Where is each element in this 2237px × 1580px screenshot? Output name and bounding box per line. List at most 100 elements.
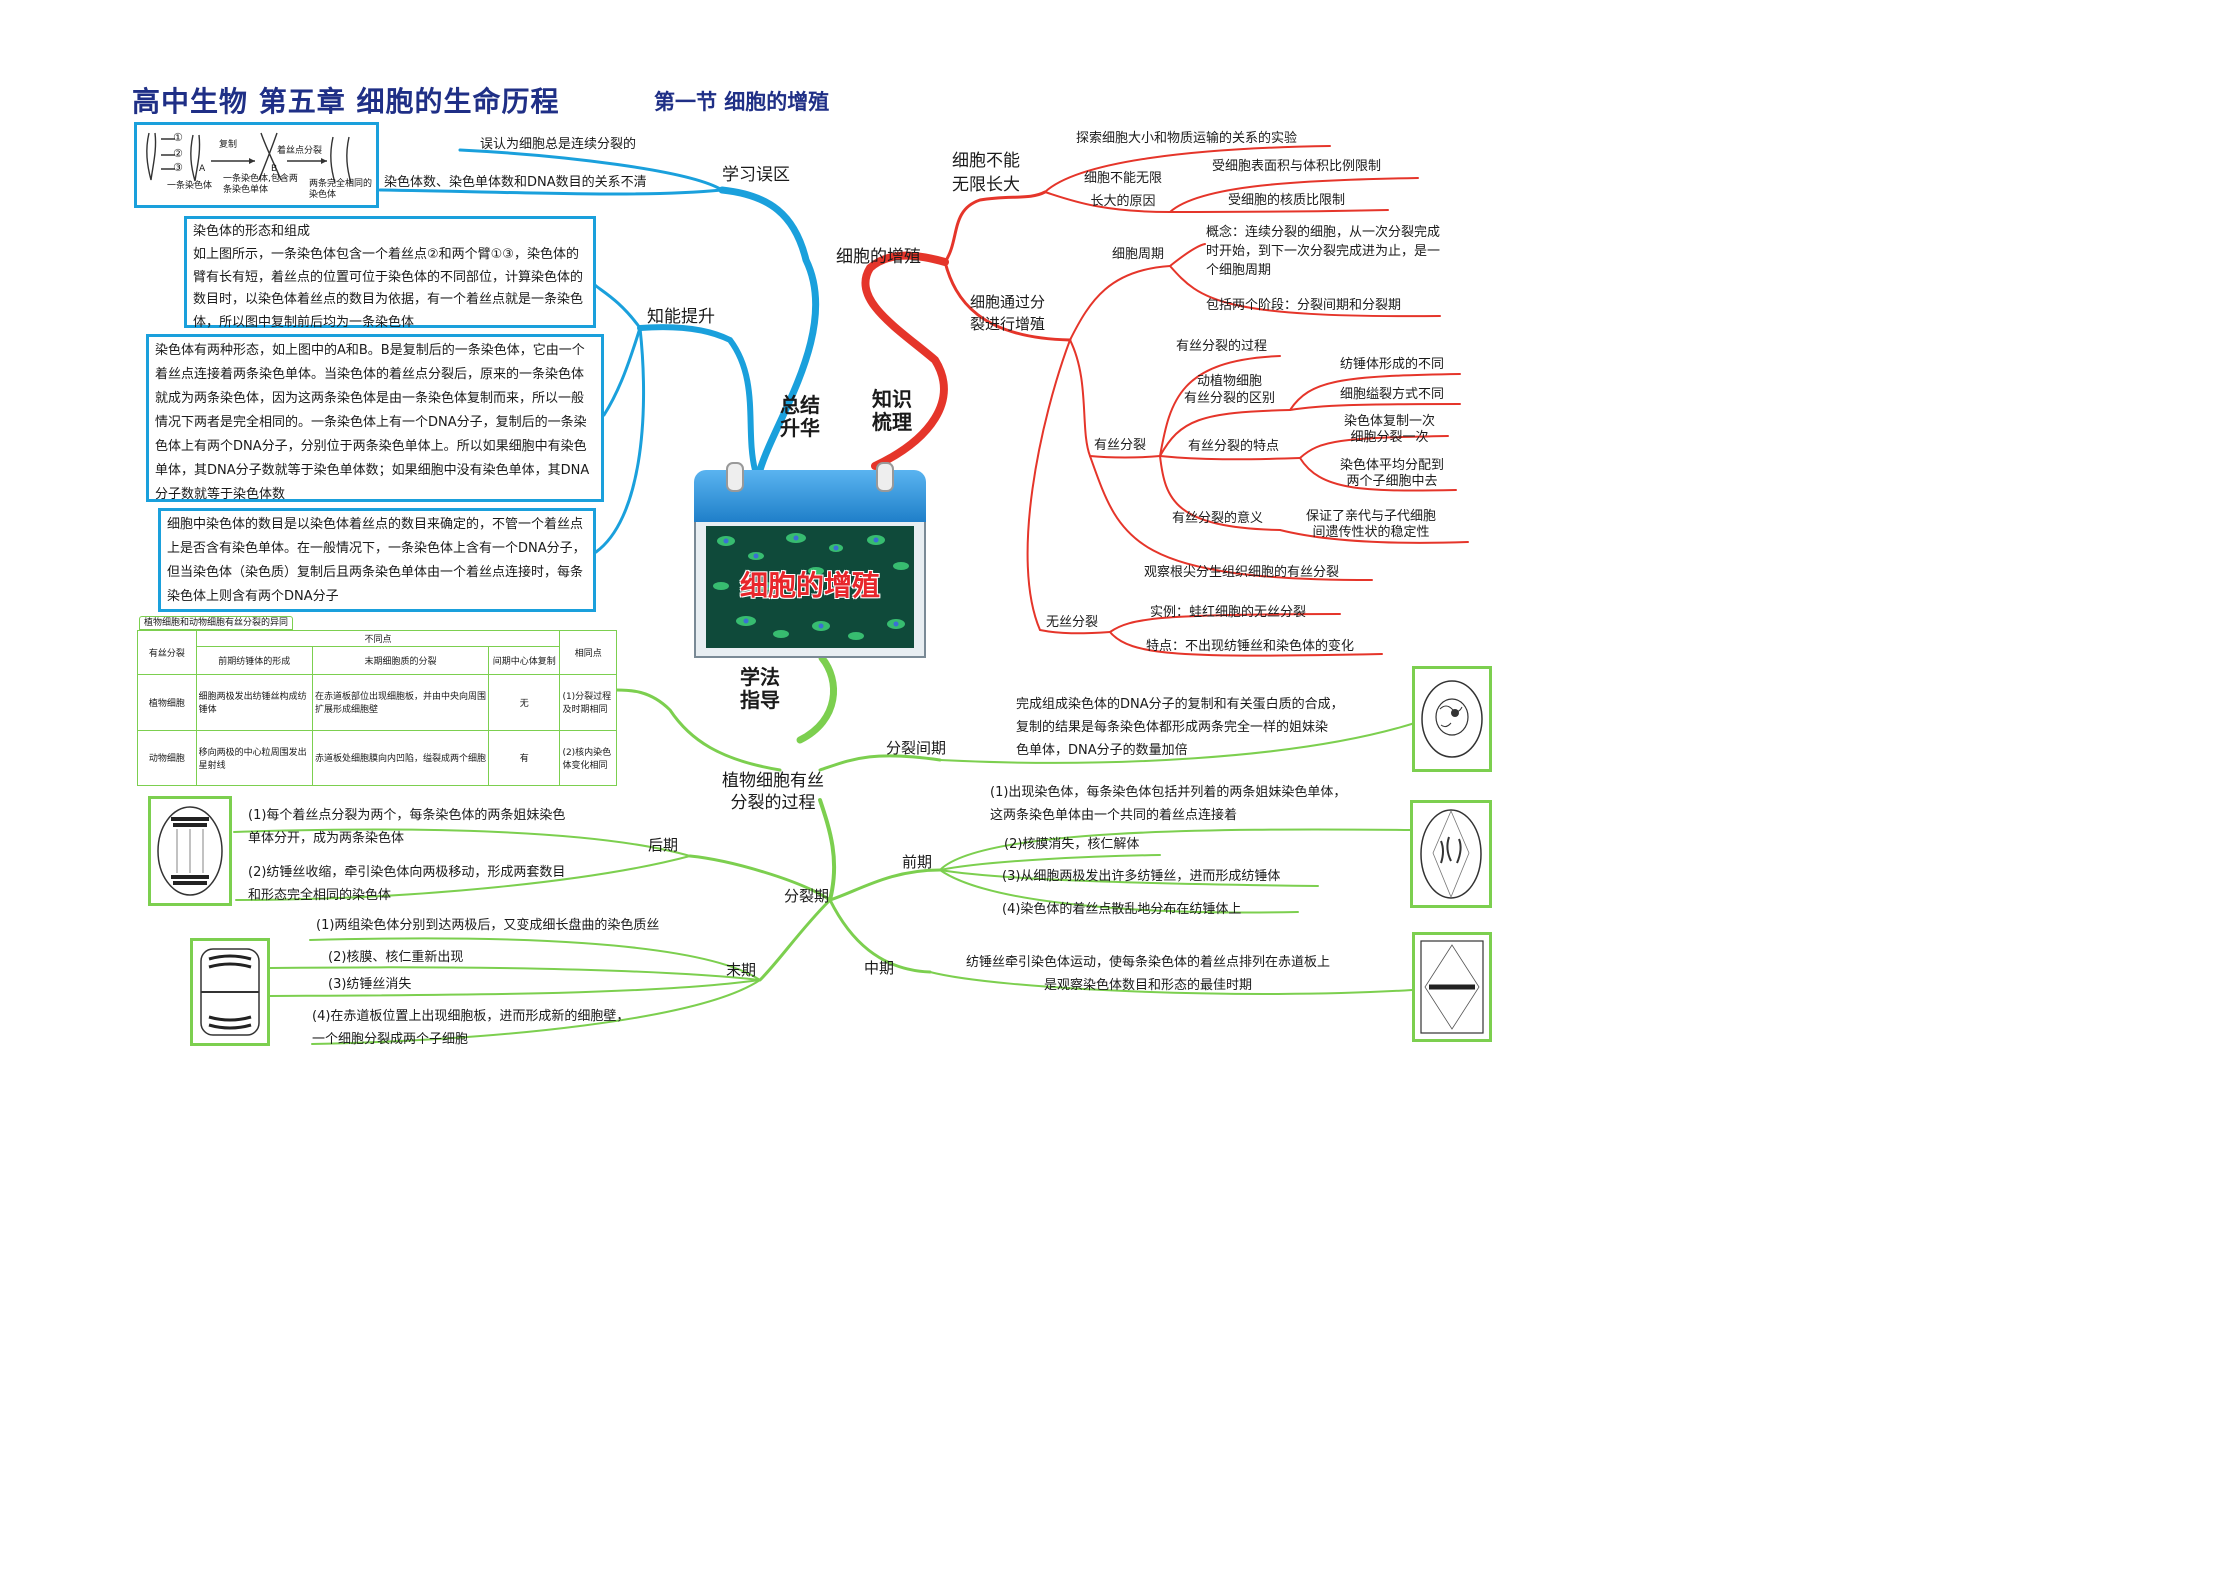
green-m3: (3)纺锤丝消失 [328, 977, 412, 992]
red-y1: 保证了亲代与子代细胞 间遗传性状的稳定性 [1306, 509, 1437, 541]
red-yuanyin: 细胞不能无限 长大的原因 [1084, 171, 1163, 209]
blue-xuexi-label: 学习误区 [722, 165, 790, 185]
chromosome-diagram: ① ② ③ 复制 着丝点分裂 A B 一条染色体 一条染色体,包含两条染色单体 … [134, 122, 379, 208]
red-wusi: 无丝分裂 [1046, 615, 1099, 630]
green-h2: (2)纺锤丝收缩，牵引染色体向两极移动，形成两套数目 和形态完全相同的染色体 [248, 865, 566, 903]
hub-zongjie: 总结 升华 [780, 393, 820, 440]
red-q2: 细胞缢裂方式不同 [1340, 387, 1445, 402]
red-trunk [861, 251, 949, 470]
red-root: 细胞的增殖 [836, 247, 921, 267]
row-animal-c3: 有 [487, 729, 561, 786]
row-plant-c1: 细胞两极发出纺锤丝构成纺锤体 [195, 674, 313, 731]
red-qubie: 动植物细胞 有丝分裂的区别 [1184, 374, 1276, 406]
red-gainian: 概念：连续分裂的细胞，从一次分裂完成 时开始，到下一次分裂完成进为止，是一 个细… [1206, 225, 1441, 278]
red-q1: 纺锤体形成的不同 [1340, 357, 1445, 372]
page-title: 高中生物 第五章 细胞的生命历程 [132, 85, 560, 118]
diagram-c1: 一条染色体 [167, 181, 213, 191]
red-guocheng: 有丝分裂的过程 [1176, 339, 1268, 354]
row-animal-name: 动物细胞 [137, 729, 197, 786]
blue-box-1: 染色体的形态和组成 如上图所示，一条染色体包含一个着丝点②和两个臂①③，染色体的… [184, 216, 596, 330]
diagram-n3: ③ [173, 161, 183, 174]
diagram-c2: 一条染色体,包含两条染色单体 [223, 174, 298, 195]
red-r1: 受细胞表面积与体积比例限制 [1212, 159, 1382, 174]
red-wtedian: 特点：不出现纺锤丝和染色体的变化 [1146, 639, 1355, 654]
blue-box-2: 染色体有两种形态，如上图中的A和B。B是复制后的一条染色体，它由一个着丝点连接着… [146, 334, 604, 502]
th-xiangtong: 相同点 [559, 630, 617, 675]
chromosome-drawing [146, 132, 352, 184]
green-trunk [796, 654, 837, 744]
green-moqi: 末期 [726, 961, 757, 979]
green-jianqi-text: 完成组成染色体的DNA分子的复制和有关蛋白质的合成， 复制的结果是每条染色体都形… [1016, 697, 1344, 758]
th-qianqi: 前期纺锤体的形成 [195, 646, 313, 675]
red-t1: 染色体复制一次 细胞分裂一次 [1344, 414, 1436, 446]
interphase-cell-image [1412, 666, 1492, 772]
comparison-table: 有丝分裂 不同点 相同点 前期纺锤体的形成 末期细胞质的分裂 间期中心体复制 植… [137, 630, 617, 786]
same-2: (2)核内染色体变化相同 [559, 729, 617, 786]
diagram-b: B [271, 164, 278, 174]
green-root: 植物细胞有丝 分裂的过程 [722, 771, 824, 814]
center-title: 细胞的增殖 [739, 569, 880, 602]
metaphase-sketch [1420, 940, 1484, 1034]
calendar-ring-left [726, 462, 744, 492]
mind-map: 高中生物 第五章 细胞的生命历程 第一节 细胞的增殖 [0, 0, 1568, 1106]
green-m1: (1)两组染色体分别到达两极后，又变成细长盘曲的染色质丝 [316, 918, 660, 933]
th-zhongxinti: 间期中心体复制 [487, 646, 561, 675]
blue-box-1-text: 染色体的形态和组成 如上图所示，一条染色体包含一个着丝点②和两个臂①③，染色体的… [193, 224, 584, 330]
green-m4: (4)在赤道板位置上出现细胞板，进而形成新的细胞壁， 一个细胞分裂成两个子细胞 [312, 1009, 630, 1047]
interphase-sketch [1421, 680, 1483, 758]
blue-box-3: 细胞中染色体的数目是以染色体着丝点的数目来确定的，不管一个着丝点上是否含有染色单… [158, 508, 596, 612]
red-t2: 染色体平均分配到 两个子细胞中去 [1340, 458, 1445, 490]
anaphase-sketch [157, 806, 223, 896]
red-tongguo: 细胞通过分 裂进行增殖 [970, 293, 1046, 333]
connector-lines [233, 145, 1469, 1045]
row-plant-c2: 在赤道板部位出现细胞板，并由中央向周围扩展形成细胞壁 [311, 674, 489, 731]
same-1: (1)分裂过程及时期相同 [559, 674, 617, 731]
blue-box-3-text: 细胞中染色体的数目是以染色体着丝点的数目来确定的，不管一个着丝点上是否含有染色单… [167, 517, 586, 605]
hub-xuefa: 学法 指导 [740, 665, 780, 712]
red-shili: 实例：蛙红细胞的无丝分裂 [1150, 605, 1307, 620]
green-houqi: 后期 [648, 836, 679, 854]
diagram-a: A [199, 164, 206, 174]
green-zhongqi: 中期 [864, 959, 895, 977]
red-r2: 受细胞的核质比限制 [1228, 193, 1346, 208]
green-q4: (4)染色体的着丝点散乱地分布在纺锤体上 [1002, 902, 1242, 917]
calendar-ring-right [876, 462, 894, 492]
diagram-c3: 两条完全相同的染色体 [309, 179, 373, 200]
diagram-n1: ① [173, 131, 183, 144]
green-fenlieqi: 分裂期 [784, 887, 830, 905]
prophase-sketch [1420, 809, 1482, 899]
red-tedian: 有丝分裂的特点 [1188, 439, 1280, 454]
telophase-sketch [200, 948, 260, 1036]
red-bunneng: 细胞不能 无限长大 [952, 151, 1020, 195]
blue-trunk-2 [637, 324, 758, 473]
diagram-zhuosidian: 着丝点分裂 [277, 146, 323, 156]
blue-mistake-1: 误认为细胞总是连续分裂的 [480, 137, 637, 152]
red-yiyi: 有丝分裂的意义 [1172, 511, 1264, 526]
center-calendar: 细胞的增殖 [694, 462, 926, 658]
metaphase-cell-image [1412, 932, 1492, 1042]
green-h1: (1)每个着丝点分裂为两个，每条染色体的两条姐妹染色 单体分开，成为两条染色体 [248, 808, 566, 846]
cell-photo [706, 526, 914, 648]
red-baohan: 包括两个阶段：分裂间期和分裂期 [1206, 298, 1402, 313]
comparison-table-wrap: 植物细胞和动物细胞有丝分裂的异同 有丝分裂 不同点 相同点 前期纺锤体的形成 末… [137, 616, 617, 786]
hub-zhishi: 知识 梳理 [872, 387, 912, 434]
green-qianqi: 前期 [902, 853, 933, 871]
green-z1: 纺锤丝牵引染色体运动，使每条染色体的着丝点排列在赤道板上 是观察染色体数目和形态… [966, 955, 1331, 993]
row-animal-c1: 移向两极的中心粒周围发出星射线 [195, 729, 313, 786]
page-subtitle: 第一节 细胞的增殖 [654, 90, 830, 114]
diagram-n2: ② [173, 147, 183, 160]
red-guancha: 观察根尖分生组织细胞的有丝分裂 [1144, 565, 1340, 580]
row-plant-name: 植物细胞 [137, 674, 197, 731]
green-q1: (1)出现染色体，每条染色体包括并列着的两条姐妹染色单体， 这两条染色单体由一个… [990, 785, 1347, 823]
blue-trunk [718, 186, 820, 474]
green-jianqi: 分裂间期 [886, 739, 947, 757]
row-animal-c2: 赤道板处细胞膜向内凹陷，缢裂成两个细胞 [311, 729, 489, 786]
diagram-fuzhi: 复制 [219, 140, 238, 150]
th-yousi: 有丝分裂 [137, 630, 197, 675]
red-tansuo: 探索细胞大小和物质运输的关系的实验 [1076, 131, 1298, 146]
green-m2: (2)核膜、核仁重新出现 [328, 950, 464, 965]
red-zhouqi: 细胞周期 [1112, 247, 1165, 262]
th-butong: 不同点 [195, 630, 561, 647]
anaphase-cell-image [148, 796, 232, 906]
blue-zhineng-label: 知能提升 [647, 307, 715, 327]
